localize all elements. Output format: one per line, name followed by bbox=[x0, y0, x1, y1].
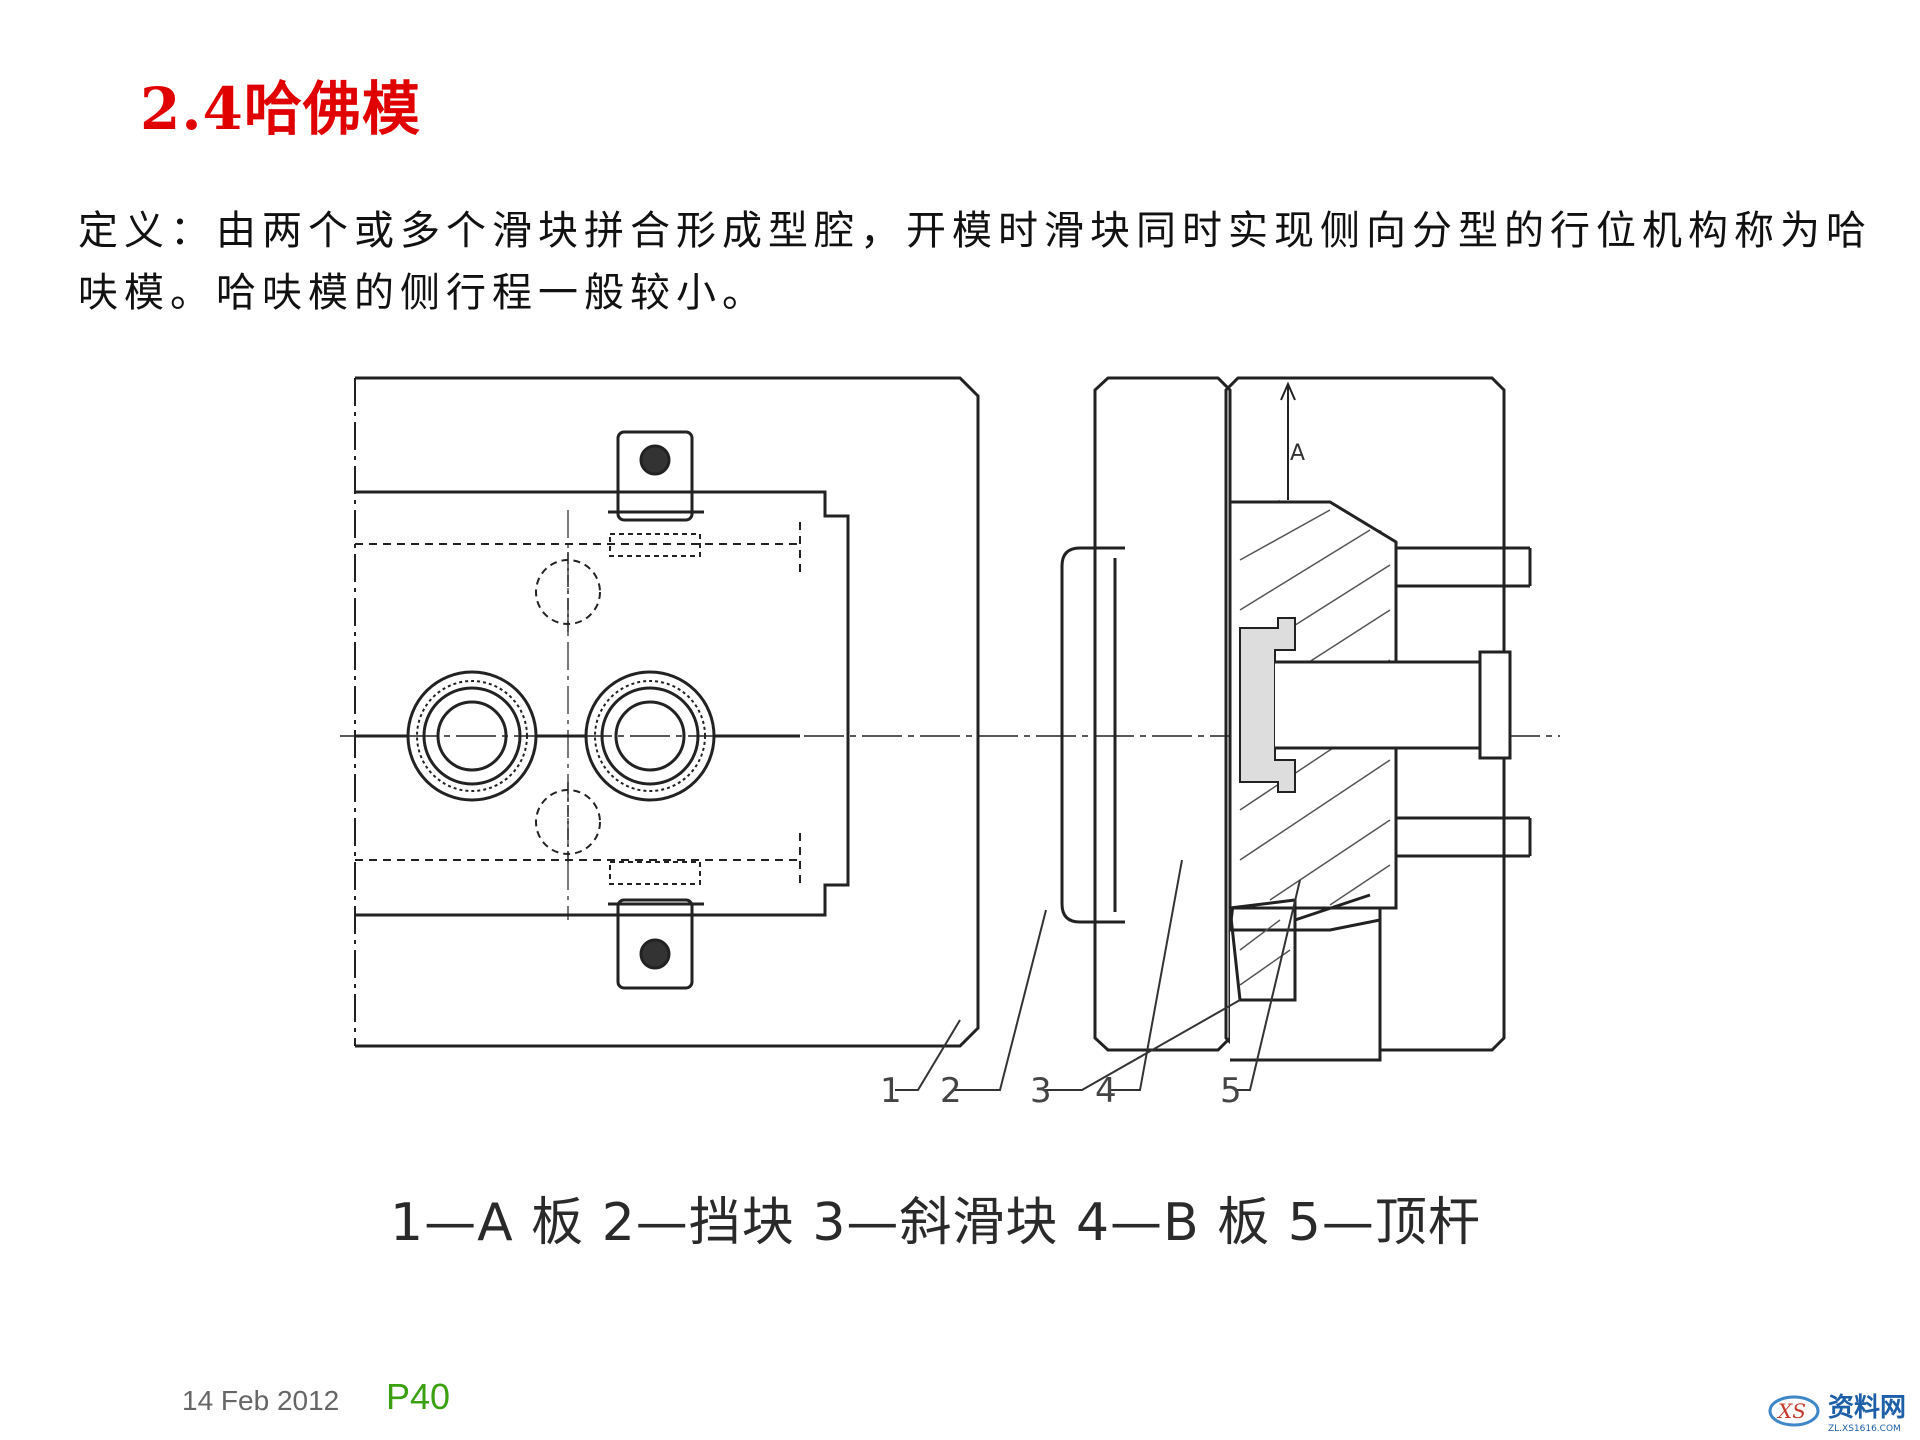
stopper bbox=[1228, 898, 1297, 1002]
stopper-top bbox=[608, 430, 704, 557]
page-number: P40 bbox=[386, 1376, 451, 1417]
figure-legend: 1—A 板 2—挡块 3—斜滑块 4—B 板 5—顶杆 bbox=[390, 1193, 1481, 1253]
mold-section-view: A bbox=[1060, 376, 1532, 1062]
definition-text: 定义：由两个或多个滑块拼合形成型腔，开模时滑块同时实现侧向分型的行位机构称为哈呋… bbox=[78, 208, 1872, 316]
callout-4: 4 bbox=[1095, 1071, 1117, 1111]
stopper-bottom bbox=[608, 861, 704, 990]
harvard-mold-drawing: A 1 2 3 4 5 bbox=[340, 376, 1580, 1111]
watermark-url: ZL.XS1616.COM bbox=[1827, 1424, 1901, 1434]
watermark: XS 资料网 ZL.XS1616.COM bbox=[1766, 1387, 1906, 1434]
slide-title: 2.4哈佛模 bbox=[140, 75, 421, 143]
plate-top-view bbox=[340, 376, 1560, 1048]
callout-1: 1 bbox=[880, 1071, 902, 1111]
callout-2: 2 bbox=[940, 1071, 962, 1111]
callout-5: 5 bbox=[1220, 1071, 1242, 1111]
watermark-logo-icon: XS bbox=[1768, 1395, 1820, 1426]
section-label-a: A bbox=[1290, 441, 1305, 466]
callout-3: 3 bbox=[1030, 1071, 1052, 1111]
callout-leaders bbox=[895, 859, 1580, 1090]
footer-date: 14 Feb 2012 bbox=[182, 1385, 340, 1416]
a-plate bbox=[1093, 376, 1232, 1052]
svg-text:XS: XS bbox=[1776, 1399, 1806, 1423]
b-plate bbox=[1224, 376, 1506, 1052]
watermark-name: 资料网 bbox=[1827, 1393, 1906, 1423]
